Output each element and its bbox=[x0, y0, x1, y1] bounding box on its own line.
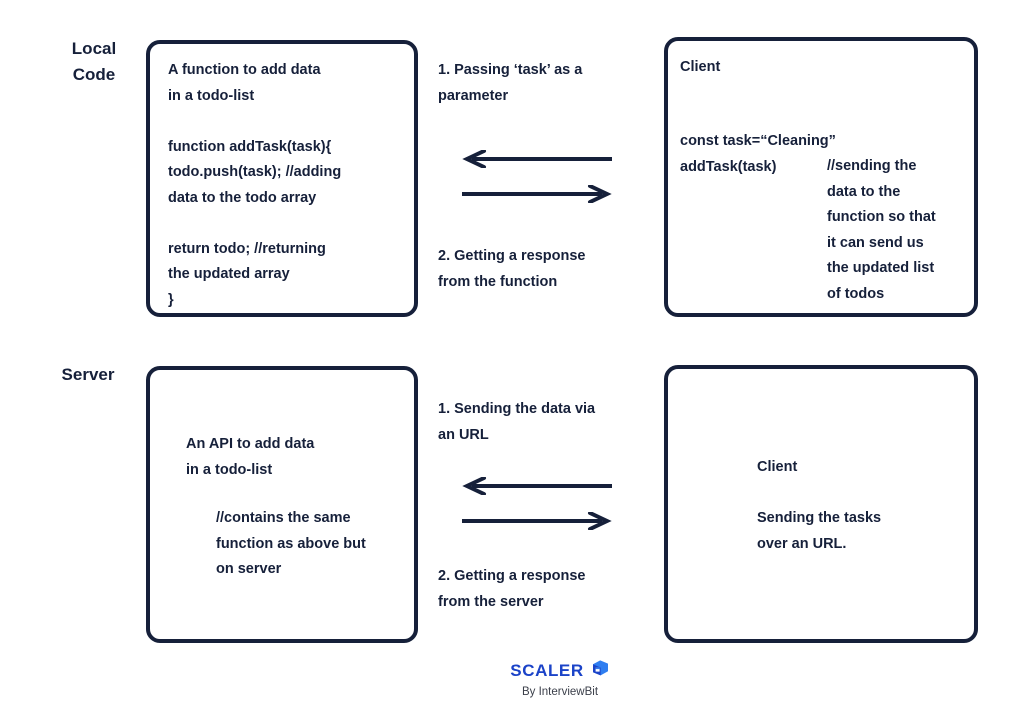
flow-note-getting-response-server: 2. Getting a response from the server bbox=[438, 568, 586, 610]
arrow-left-icon-server-request bbox=[462, 477, 612, 495]
cube-icon bbox=[591, 659, 610, 683]
brand-tagline: By InterviewBit bbox=[521, 686, 599, 698]
arrow-left-icon-local-request bbox=[462, 150, 612, 168]
local-client-comment-text: //sending the data to the function so th… bbox=[827, 158, 936, 302]
row-label-server: Server bbox=[61, 365, 115, 384]
arrow-right-icon-local-response bbox=[462, 185, 612, 203]
brand-logo: SCALER By InterviewBit bbox=[470, 659, 650, 700]
row-label-local-code: Local Code bbox=[71, 39, 117, 84]
local-client-title: Client bbox=[680, 59, 721, 75]
arrow-right-icon-server-response bbox=[462, 512, 612, 530]
panel-local-function: A function to add data in a todo-list fu… bbox=[146, 40, 418, 317]
local-client-code-text: const task=“Cleaning” addTask(task) bbox=[680, 133, 836, 175]
server-api-title: An API to add data in a todo-list bbox=[186, 436, 315, 478]
brand-wordmark: SCALER bbox=[510, 661, 584, 680]
local-function-code-text: A function to add data in a todo-list fu… bbox=[168, 62, 342, 308]
brand-wordmark-row: SCALER bbox=[470, 659, 650, 683]
server-api-comment-text: //contains the same function as above bu… bbox=[216, 510, 366, 577]
flow-note-passing-task: 1. Passing ‘task’ as a parameter bbox=[438, 62, 583, 104]
panel-local-client: Client const task=“Cleaning” addTask(tas… bbox=[664, 37, 978, 317]
flow-note-getting-response-function: 2. Getting a response from the function bbox=[438, 248, 586, 290]
panel-server-client: Client Sending the tasks over an URL. bbox=[664, 365, 978, 643]
panel-server-api: An API to add data in a todo-list //cont… bbox=[146, 366, 418, 643]
server-client-text: Client Sending the tasks over an URL. bbox=[757, 459, 882, 552]
flow-note-sending-data-url: 1. Sending the data via an URL bbox=[438, 401, 596, 443]
